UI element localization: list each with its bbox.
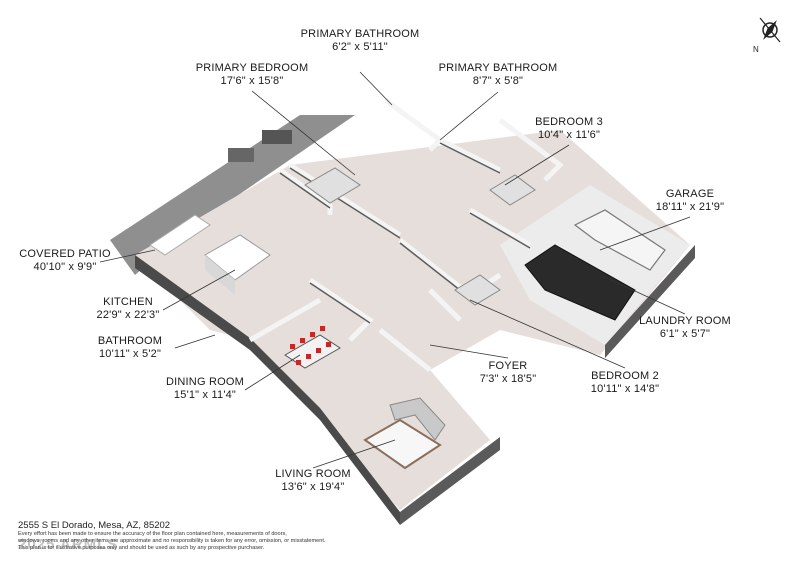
room-name: LAUNDRY ROOM bbox=[639, 315, 731, 327]
patio-sofa bbox=[228, 148, 254, 162]
room-dimensions: 10'11" x 5'2" bbox=[98, 348, 162, 360]
room-name: BEDROOM 2 bbox=[591, 370, 659, 382]
bedroom2-bed bbox=[454, 274, 501, 306]
room-name: GARAGE bbox=[665, 188, 715, 200]
room-dimensions: 18'11" x 21'9" bbox=[655, 201, 725, 213]
kitchen-counter bbox=[149, 214, 211, 256]
room-dimensions: 13'6" x 19'4" bbox=[281, 481, 345, 493]
room-name: FOYER bbox=[488, 360, 528, 372]
compass-north-letter: N bbox=[753, 45, 759, 54]
room-name: PRIMARY BATHROOM bbox=[438, 62, 558, 74]
interior-walls bbox=[248, 97, 564, 372]
dining-chairs bbox=[290, 326, 331, 365]
primary-bed bbox=[304, 167, 361, 204]
property-address: 2555 S El Dorado, Mesa, AZ, 85202 bbox=[18, 520, 171, 531]
patio-sofa-2 bbox=[262, 130, 292, 144]
bedroom3-bed bbox=[489, 174, 536, 206]
kitchen-island bbox=[204, 234, 271, 281]
room-name: PRIMARY BEDROOM bbox=[195, 62, 309, 74]
room-dimensions: 7'3" x 18'5" bbox=[479, 373, 537, 385]
car-white bbox=[573, 209, 666, 271]
garage-floor bbox=[500, 185, 690, 345]
footer: 2555 S El Dorado, Mesa, AZ, 85202 Every … bbox=[18, 520, 325, 552]
disclaimer-line-3: This plan is for illustrative purposes o… bbox=[18, 545, 265, 551]
room-name: BEDROOM 3 bbox=[535, 116, 603, 128]
room-name: KITCHEN bbox=[103, 296, 153, 308]
car-black bbox=[524, 244, 636, 321]
room-name: PRIMARY BATHROOM bbox=[300, 28, 420, 40]
room-dimensions: 8'7" x 5'8" bbox=[472, 75, 524, 87]
room-dimensions: 22'9" x 22'3" bbox=[96, 309, 160, 321]
outer-wall-left bbox=[135, 255, 400, 525]
room-name: BATHROOM bbox=[97, 335, 163, 347]
leader-lines bbox=[99, 71, 691, 469]
living-sofa bbox=[389, 397, 446, 441]
room-dimensions: 10'11" x 14'8" bbox=[590, 383, 660, 395]
room-dimensions: 10'4" x 11'6" bbox=[537, 129, 601, 141]
room-name: DINING ROOM bbox=[166, 376, 244, 388]
room-name: COVERED PATIO bbox=[19, 248, 111, 260]
garage-wall bbox=[605, 245, 695, 358]
compass-rose-icon: N bbox=[753, 17, 781, 54]
disclaimer-line-2: windows, rooms and any other items are a… bbox=[18, 538, 326, 544]
compass: N bbox=[748, 14, 788, 58]
living-rug bbox=[363, 418, 442, 470]
watermark: 2025 ARMLS bbox=[18, 536, 119, 553]
room-dimensions: 40'10" x 9'9" bbox=[33, 261, 97, 273]
disclaimer-line-1: Every effort has been made to ensure the… bbox=[18, 531, 287, 537]
room-dimensions: 6'2" x 5'11" bbox=[332, 41, 388, 53]
outer-wall-right bbox=[400, 437, 500, 525]
room-dimensions: 15'1" x 11'4" bbox=[173, 389, 237, 401]
kitchen-island-side bbox=[205, 255, 235, 295]
room-dimensions: 17'6" x 15'8" bbox=[220, 75, 284, 87]
room-dimensions: 6'1" x 5'7" bbox=[659, 328, 711, 340]
room-name: LIVING ROOM bbox=[275, 468, 351, 480]
